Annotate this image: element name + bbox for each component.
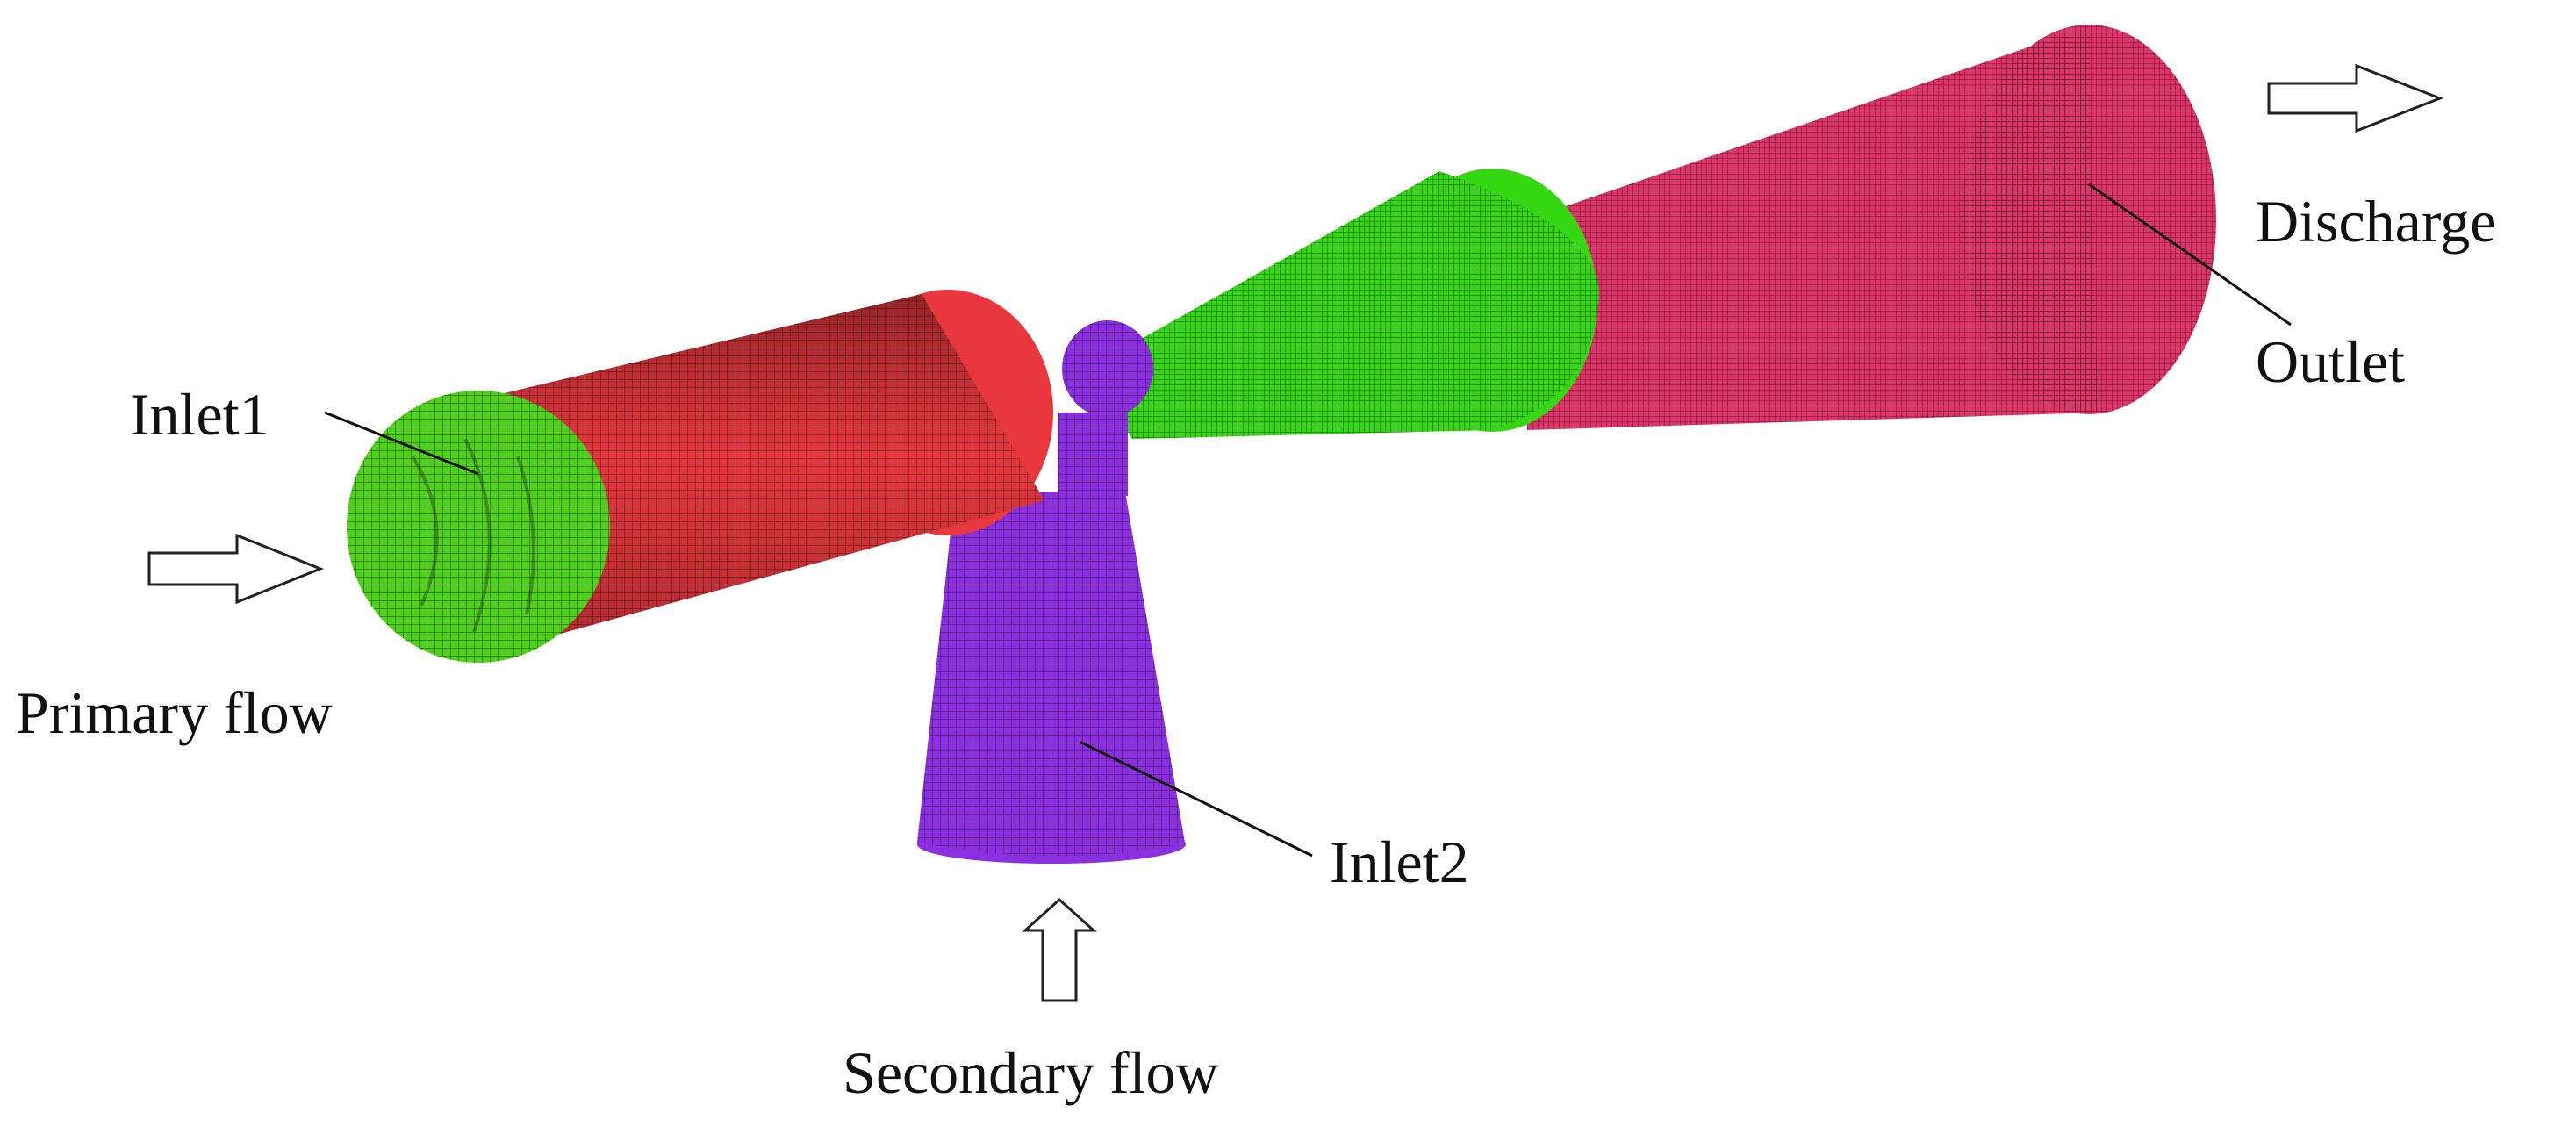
outlet-label: Outlet (2256, 328, 2405, 395)
inlet1-label: Inlet1 (130, 381, 269, 448)
primary-flow-arrow-icon (147, 533, 325, 605)
mixing-chamber (1088, 169, 1599, 439)
suction-tube (917, 492, 1186, 864)
inlet2-leader (1079, 740, 1313, 858)
inlet2-label: Inlet2 (1330, 829, 1469, 895)
secondary-flow-label: Secondary flow (843, 1039, 1219, 1106)
discharge-label: Discharge (2256, 188, 2496, 255)
inlet1-leader (324, 411, 479, 476)
outlet-leader (2088, 183, 2292, 327)
secondary-flow-arrow-icon (1022, 897, 1097, 1002)
leader-lines (324, 183, 2292, 858)
diffuser-tube (1527, 25, 2216, 430)
primary-tube (478, 290, 1053, 654)
inlet1-face (347, 391, 610, 663)
discharge-arrow-icon (2267, 63, 2444, 133)
throat-ring (1058, 320, 1153, 496)
primary-flow-label: Primary flow (16, 679, 333, 746)
